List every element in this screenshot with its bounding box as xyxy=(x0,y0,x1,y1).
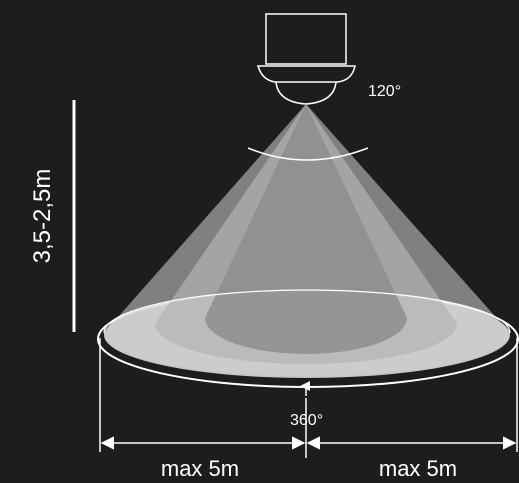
motion-sensor-icon xyxy=(257,13,356,105)
vertical-angle-label: 120° xyxy=(368,83,401,100)
reach-right-label: max 5m xyxy=(379,456,457,481)
horizontal-angle-label: 360° xyxy=(290,412,323,429)
height-label: 3,5-2,5m xyxy=(29,169,56,264)
angle-arc-vertical xyxy=(247,147,369,161)
reach-left-label: max 5m xyxy=(161,456,239,481)
sensor-lens xyxy=(275,81,337,105)
detection-cone xyxy=(97,104,519,388)
floor-rim xyxy=(103,289,511,334)
rotation-arrow-icon xyxy=(300,381,310,391)
sensor-housing xyxy=(265,13,347,65)
sensor-mount xyxy=(257,65,356,83)
